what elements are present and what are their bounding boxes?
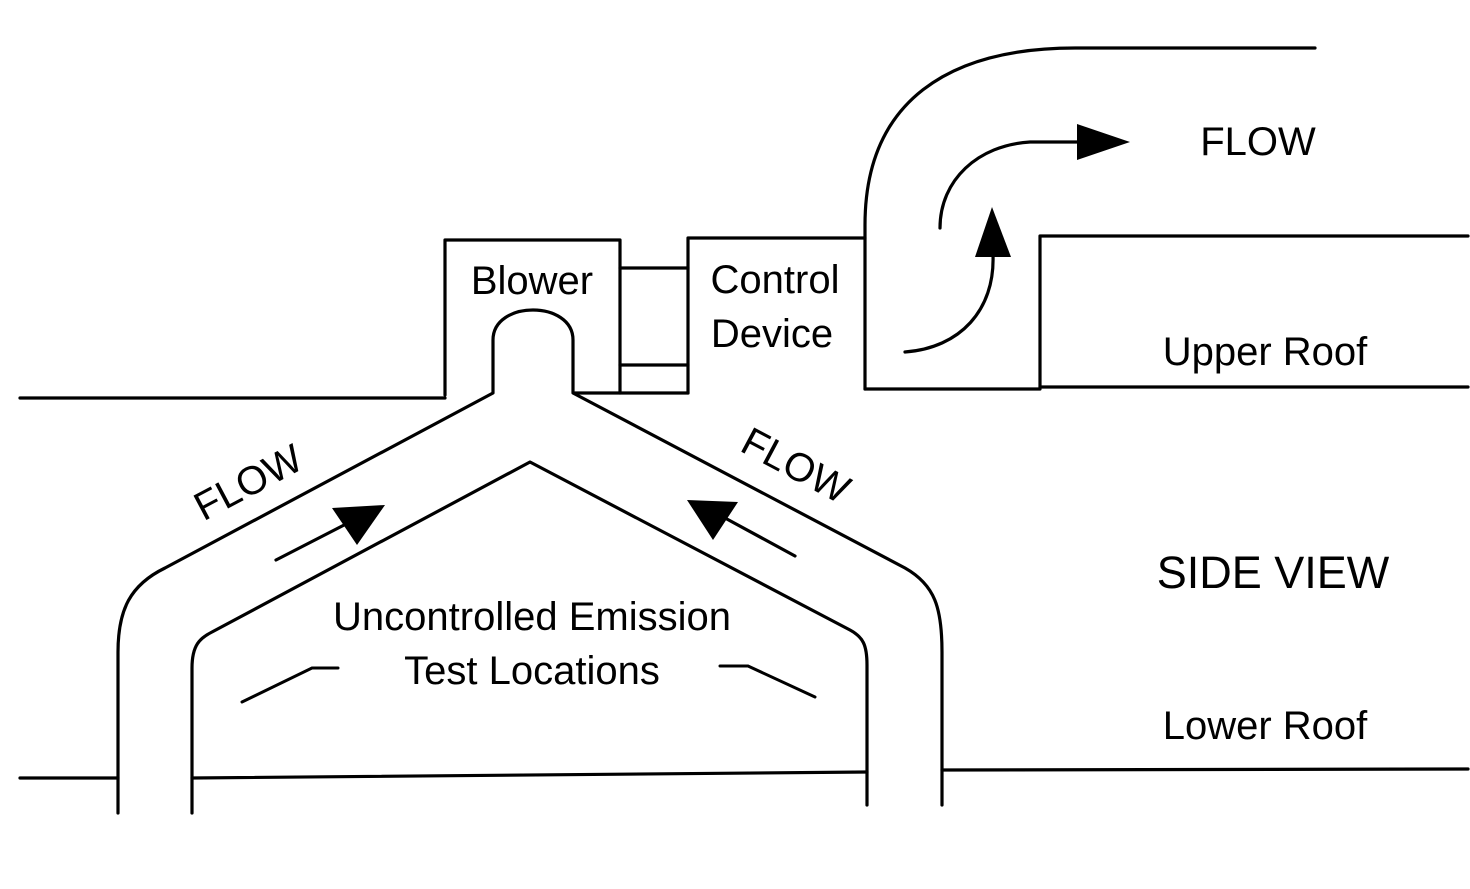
upper-roof-building [1038,234,1470,389]
right-flow-label: FLOW [734,419,857,512]
lower-roof-line [18,767,1470,780]
blower-label: Blower [471,259,593,303]
collection-duct-inner [190,460,869,815]
side-view-label: SIDE VIEW [1157,547,1390,598]
exhaust-stack [863,46,1317,240]
test-location-pointers [240,664,817,704]
upper-roof-line [18,385,1470,400]
left-flow-label: FLOW [187,436,310,529]
exhaust-flow-arrow [938,124,1130,230]
upper-roof-label: Upper Roof [1163,330,1368,374]
blower-box [443,238,622,397]
blower-to-control-connector [618,266,690,367]
lower-roof-label: Lower Roof [1163,704,1368,748]
control-device-box [686,236,867,395]
right-duct-flow-arrow [687,500,797,558]
exhaust-upward-arrow [903,207,1011,354]
control-device-label-line2: Device [711,312,833,356]
collection-duct-outer [116,308,944,815]
left-duct-flow-arrow [274,505,385,562]
emission-label-line2: Test Locations [404,649,660,693]
exhaust-flow-label: FLOW [1200,120,1316,164]
control-device-label-line1: Control [711,258,840,302]
emission-label-line1: Uncontrolled Emission [333,595,731,639]
